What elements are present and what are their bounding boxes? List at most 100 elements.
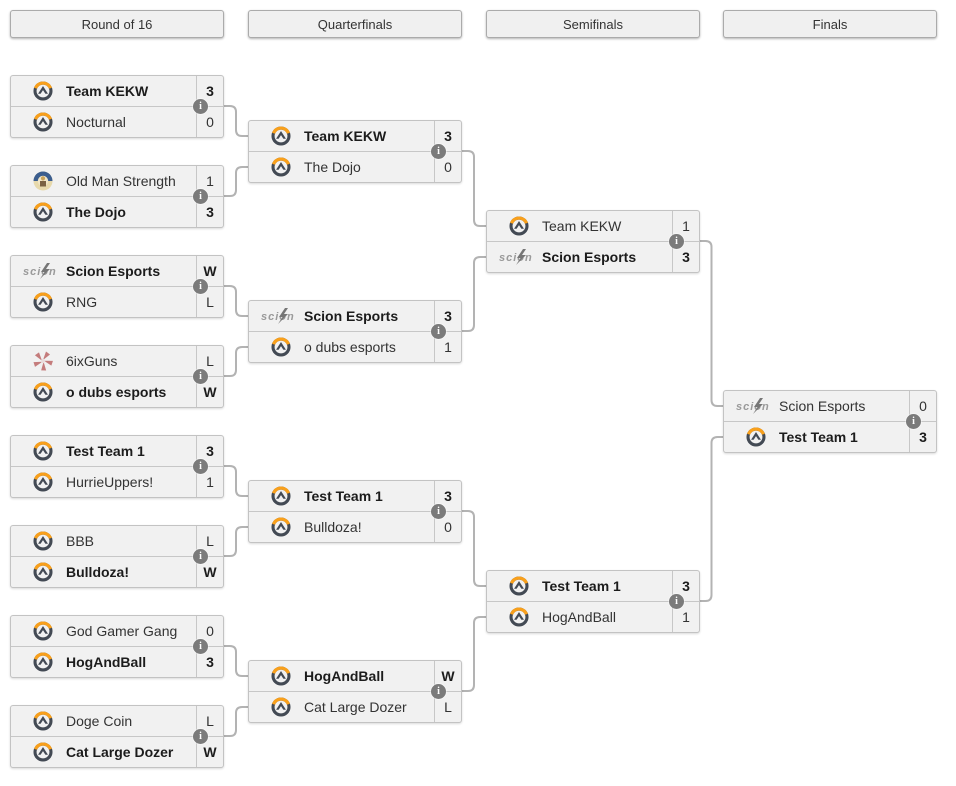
match-info-icon[interactable]: i [431, 684, 446, 699]
team-score: 1 [434, 332, 461, 362]
team-row[interactable]: scion Scion Esports 0 [724, 391, 936, 421]
team-row[interactable]: o dubs esports W [11, 376, 223, 407]
team-row[interactable]: HogAndBall W [249, 661, 461, 691]
scion-logo-icon: scion [724, 398, 779, 414]
overwatch-logo-icon [11, 741, 66, 763]
match-finals-1[interactable]: scion Scion Esports 0 Test Team 1 3 i [723, 390, 937, 453]
match-round-of-16-3[interactable]: scion Scion Esports W RNG L i [10, 255, 224, 318]
match-info-icon[interactable]: i [193, 639, 208, 654]
match-round-of-16-2[interactable]: Old Man Strength 1 The Dojo 3 i [10, 165, 224, 228]
svg-text:scion: scion [499, 252, 533, 264]
match-semifinals-1[interactable]: Team KEKW 1 scion Scion Esports 3 i [486, 210, 700, 273]
overwatch-logo-icon [11, 710, 66, 732]
team-row[interactable]: o dubs esports 1 [249, 331, 461, 362]
team-name: The Dojo [66, 204, 126, 220]
team-name: Nocturnal [66, 114, 126, 130]
team-row[interactable]: The Dojo 0 [249, 151, 461, 182]
team-name: HogAndBall [304, 668, 385, 684]
match-quarterfinals-3[interactable]: Test Team 1 3 Bulldoza! 0 i [248, 480, 462, 543]
match-info-icon[interactable]: i [193, 189, 208, 204]
team-name: HogAndBall [542, 609, 616, 625]
team-row[interactable]: Old Man Strength 1 [11, 166, 223, 196]
team-row[interactable]: RNG L [11, 286, 223, 317]
team-score: 0 [196, 616, 223, 646]
old-man-strength-logo-icon [11, 170, 66, 192]
team-name: Test Team 1 [779, 429, 858, 445]
team-row[interactable]: Doge Coin L [11, 706, 223, 736]
match-info-icon[interactable]: i [193, 459, 208, 474]
match-info-icon[interactable]: i [193, 549, 208, 564]
overwatch-logo-icon [249, 125, 304, 147]
team-row[interactable]: Team KEKW 1 [487, 211, 699, 241]
team-name: Team KEKW [542, 218, 622, 234]
team-row[interactable]: Bulldoza! W [11, 556, 223, 587]
team-row[interactable]: HurrieUppers! 1 [11, 466, 223, 497]
team-score: 3 [196, 197, 223, 227]
team-row[interactable]: Bulldoza! 0 [249, 511, 461, 542]
round-header-semifinals: Semifinals [486, 10, 700, 38]
team-row[interactable]: HogAndBall 3 [11, 646, 223, 677]
match-round-of-16-5[interactable]: Test Team 1 3 HurrieUppers! 1 i [10, 435, 224, 498]
team-row[interactable]: Team KEKW 3 [11, 76, 223, 106]
team-row[interactable]: Cat Large Dozer L [249, 691, 461, 722]
match-quarterfinals-1[interactable]: Team KEKW 3 The Dojo 0 i [248, 120, 462, 183]
team-score: W [196, 737, 223, 767]
team-row[interactable]: BBB L [11, 526, 223, 556]
team-row[interactable]: 6ixGuns L [11, 346, 223, 376]
team-name: Scion Esports [304, 308, 399, 324]
team-row[interactable]: scion Scion Esports 3 [249, 301, 461, 331]
scion-logo-icon: scion [487, 249, 542, 265]
overwatch-logo-icon [11, 471, 66, 493]
overwatch-logo-icon [487, 606, 542, 628]
match-info-icon[interactable]: i [431, 504, 446, 519]
match-info-icon[interactable]: i [669, 234, 684, 249]
team-score: 1 [672, 602, 699, 632]
team-row[interactable]: scion Scion Esports 3 [487, 241, 699, 272]
round-header-round-of-16: Round of 16 [10, 10, 224, 38]
team-row[interactable]: Test Team 1 3 [11, 436, 223, 466]
team-score: W [196, 377, 223, 407]
match-quarterfinals-4[interactable]: HogAndBall W Cat Large Dozer L i [248, 660, 462, 723]
team-name: HogAndBall [66, 654, 147, 670]
team-row[interactable]: Test Team 1 3 [724, 421, 936, 452]
overwatch-logo-icon [249, 516, 304, 538]
match-quarterfinals-2[interactable]: scion Scion Esports 3 o dubs esports 1 i [248, 300, 462, 363]
team-row[interactable]: The Dojo 3 [11, 196, 223, 227]
overwatch-logo-icon [11, 111, 66, 133]
team-score: 3 [434, 301, 461, 331]
match-info-icon[interactable]: i [431, 144, 446, 159]
match-info-icon[interactable]: i [431, 324, 446, 339]
match-info-icon[interactable]: i [669, 594, 684, 609]
team-score: 3 [672, 571, 699, 601]
match-semifinals-2[interactable]: Test Team 1 3 HogAndBall 1 i [486, 570, 700, 633]
match-round-of-16-8[interactable]: Doge Coin L Cat Large Dozer W i [10, 705, 224, 768]
match-round-of-16-4[interactable]: 6ixGuns L o dubs esports W i [10, 345, 224, 408]
scion-logo-icon: scion [249, 308, 304, 324]
team-score: 3 [672, 242, 699, 272]
team-name: Team KEKW [304, 128, 387, 144]
team-row[interactable]: Cat Large Dozer W [11, 736, 223, 767]
match-info-icon[interactable]: i [193, 369, 208, 384]
match-info-icon[interactable]: i [193, 279, 208, 294]
team-name: BBB [66, 533, 95, 549]
match-round-of-16-6[interactable]: BBB L Bulldoza! W i [10, 525, 224, 588]
team-row[interactable]: God Gamer Gang 0 [11, 616, 223, 646]
team-score: 3 [196, 647, 223, 677]
team-row[interactable]: HogAndBall 1 [487, 601, 699, 632]
match-info-icon[interactable]: i [193, 729, 208, 744]
match-info-icon[interactable]: i [906, 414, 921, 429]
overwatch-logo-icon [11, 651, 66, 673]
svg-text:scion: scion [23, 266, 57, 278]
match-round-of-16-1[interactable]: Team KEKW 3 Nocturnal 0 i [10, 75, 224, 138]
team-score: 1 [196, 467, 223, 497]
match-info-icon[interactable]: i [193, 99, 208, 114]
match-round-of-16-7[interactable]: God Gamer Gang 0 HogAndBall 3 i [10, 615, 224, 678]
team-row[interactable]: Test Team 1 3 [487, 571, 699, 601]
overwatch-logo-icon [249, 665, 304, 687]
team-row[interactable]: Test Team 1 3 [249, 481, 461, 511]
team-row[interactable]: Team KEKW 3 [249, 121, 461, 151]
overwatch-logo-icon [724, 426, 779, 448]
team-row[interactable]: Nocturnal 0 [11, 106, 223, 137]
team-row[interactable]: scion Scion Esports W [11, 256, 223, 286]
